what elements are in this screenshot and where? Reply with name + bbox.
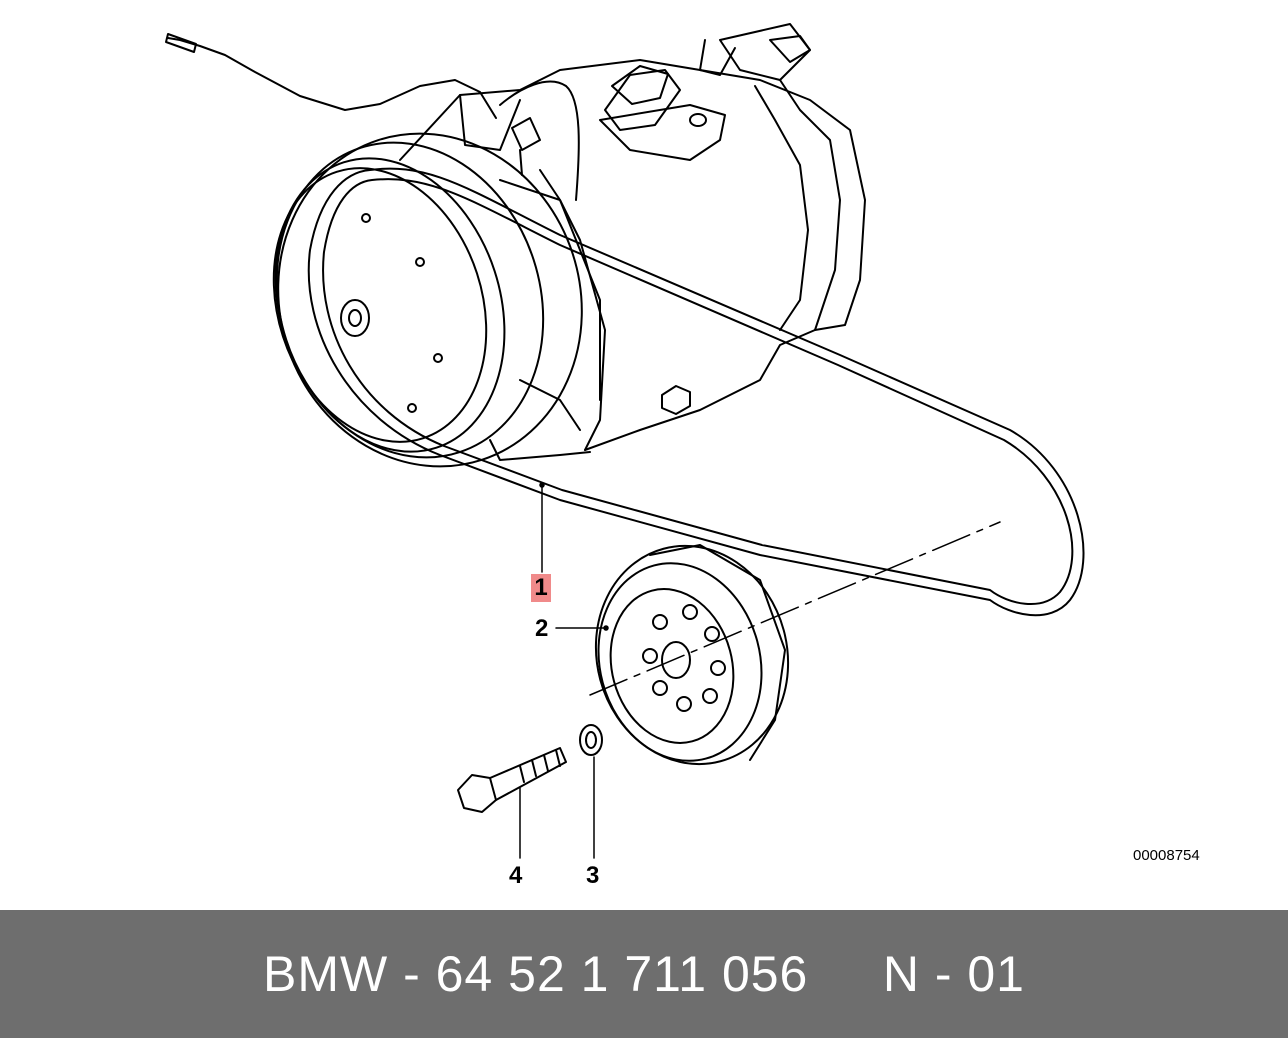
washer — [579, 724, 603, 756]
leader-lines — [519, 482, 609, 859]
diagram-reference-code: 00008754 — [1133, 847, 1200, 864]
bolt — [457, 747, 567, 813]
callout-belt: 1 — [531, 574, 551, 602]
callout-washer: 3 — [586, 862, 600, 889]
compressor-body — [399, 23, 866, 461]
compressor-clutch-pulley — [272, 132, 601, 468]
callout-pulley: 2 — [535, 615, 549, 642]
part-number-footer: BMW - 64 52 1 711 056 N - 01 — [0, 910, 1288, 1038]
callout-bolt: 4 — [509, 862, 523, 889]
ac-compressor-illustration — [165, 23, 1085, 859]
crankshaft-pulley — [594, 544, 790, 766]
drive-belt — [307, 167, 1085, 617]
axis-line — [589, 521, 1001, 696]
parts-diagram: 1 2 3 4 00008754 — [165, 23, 1200, 889]
electrical-lead — [165, 33, 580, 201]
part-number-text: BMW - 64 52 1 711 056 N - 01 — [263, 946, 1025, 1002]
